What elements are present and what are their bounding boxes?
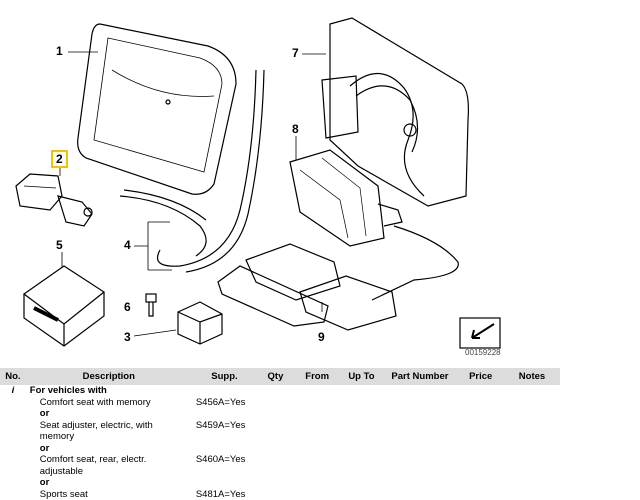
condition-supp: S460A=Yes xyxy=(192,454,257,477)
condition-supp: S456A=Yes xyxy=(192,397,257,409)
part-9-cushions xyxy=(218,244,396,330)
col-from: From xyxy=(294,368,341,385)
condition-connector: or xyxy=(26,443,192,455)
col-price: Price xyxy=(457,368,504,385)
part-4-cables xyxy=(120,70,264,272)
col-notes: Notes xyxy=(504,368,560,385)
callout-9[interactable]: 9 xyxy=(318,330,325,344)
callout-4[interactable]: 4 xyxy=(124,238,131,252)
condition-row: Seat adjuster, electric, with memory S45… xyxy=(0,420,560,443)
callout-1[interactable]: 1 xyxy=(56,44,63,58)
callout-7[interactable]: 7 xyxy=(292,46,299,60)
arrow-icon xyxy=(460,318,500,348)
condition-description: Seat adjuster, electric, with memory xyxy=(26,420,192,443)
info-description: For vehicles with xyxy=(26,385,192,397)
condition-row: Sports seat S481A=Yes xyxy=(0,489,560,500)
connector-row: or xyxy=(0,408,560,420)
info-icon: i xyxy=(0,385,26,397)
connector-row: or xyxy=(0,443,560,455)
part-6-screw xyxy=(146,294,156,316)
col-qty: Qty xyxy=(257,368,294,385)
part-1-seat-back-panel xyxy=(78,24,236,194)
catalog-code: 00159228 xyxy=(465,348,501,357)
callout-6[interactable]: 6 xyxy=(124,300,131,314)
condition-connector: or xyxy=(26,477,192,489)
callout-8[interactable]: 8 xyxy=(292,122,299,136)
connector-row: or xyxy=(0,477,560,489)
callout-3[interactable]: 3 xyxy=(124,330,131,344)
condition-row: Comfort seat, rear, electr. adjustable S… xyxy=(0,454,560,477)
parts-table: No. Description Supp. Qty From Up To Par… xyxy=(0,368,560,500)
part-8-blower xyxy=(290,150,458,300)
part-7-panel xyxy=(322,18,468,206)
condition-supp: S481A=Yes xyxy=(192,489,257,500)
col-part-number: Part Number xyxy=(382,368,457,385)
condition-description: Comfort seat with memory xyxy=(26,397,192,409)
condition-connector: or xyxy=(26,408,192,420)
col-no: No. xyxy=(0,368,26,385)
table-header-row: No. Description Supp. Qty From Up To Par… xyxy=(0,368,560,385)
condition-supp: S459A=Yes xyxy=(192,420,257,443)
condition-description: Sports seat xyxy=(26,489,192,500)
callout-5[interactable]: 5 xyxy=(56,238,63,252)
part-3-control-unit xyxy=(178,302,222,344)
callout-2-selected[interactable]: 2 xyxy=(51,150,68,168)
condition-row: Comfort seat with memory S456A=Yes xyxy=(0,397,560,409)
condition-description: Comfort seat, rear, electr. adjustable xyxy=(26,454,192,477)
col-up-to: Up To xyxy=(340,368,382,385)
part-2-motor xyxy=(16,174,92,226)
parts-diagram xyxy=(0,0,640,365)
col-description: Description xyxy=(26,368,192,385)
col-supp: Supp. xyxy=(192,368,257,385)
part-5-box xyxy=(24,266,104,346)
info-row: i For vehicles with xyxy=(0,385,560,397)
